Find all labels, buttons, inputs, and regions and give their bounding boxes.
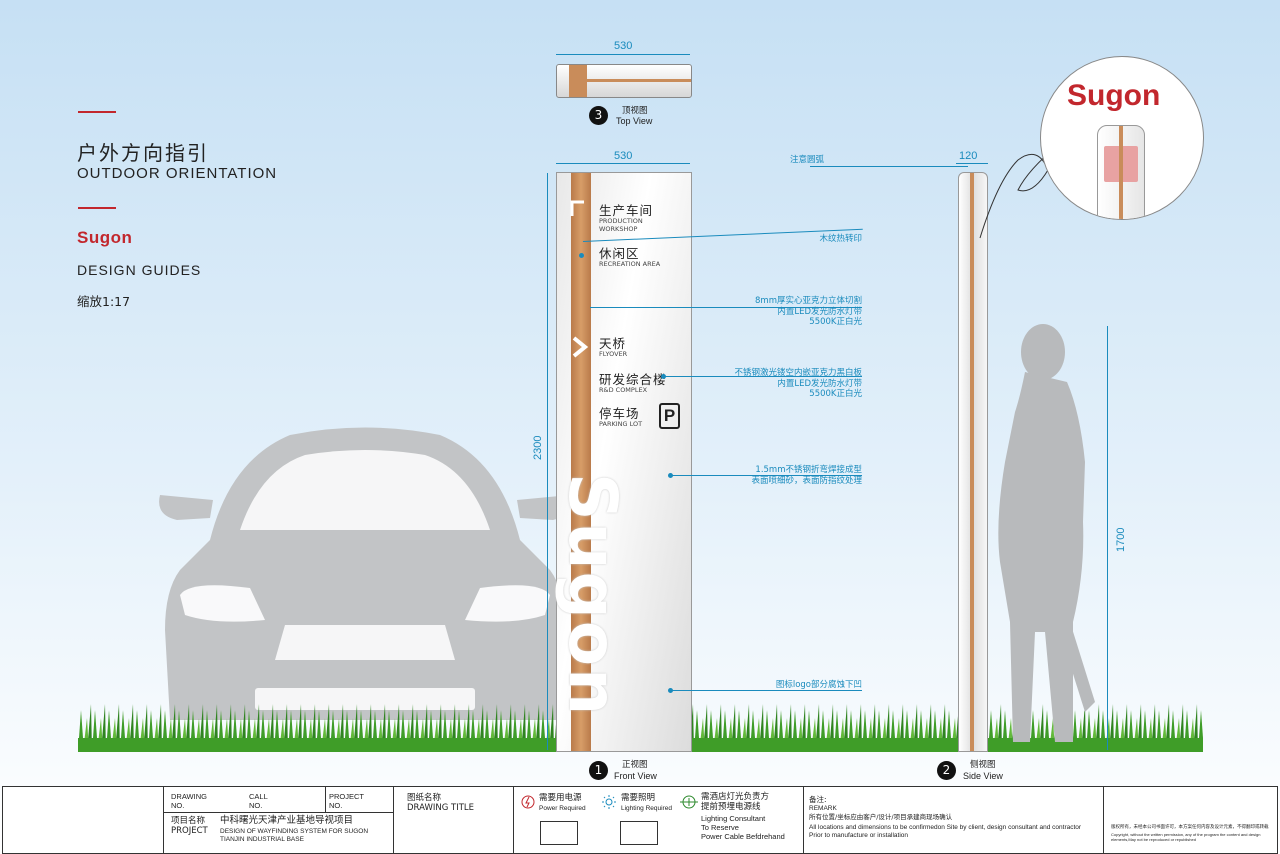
dir-en-flyover: FLYOVER bbox=[599, 350, 628, 358]
callout-wood: 木纹热转印 bbox=[819, 234, 862, 244]
tb-power-en: Power Required bbox=[539, 805, 586, 812]
callout-acrylic: 8mm厚实心亚克力立体切割 内置LED发光防水灯带 5500K正白光 bbox=[755, 296, 862, 327]
car-silhouette bbox=[159, 427, 571, 720]
brand-logo: Sugon bbox=[77, 228, 133, 247]
side-view-label-zh: 侧视图 bbox=[970, 760, 996, 770]
chevron-right-icon bbox=[572, 336, 589, 358]
front-view-label-en: Front View bbox=[614, 771, 657, 781]
corner-arrow-icon bbox=[570, 200, 584, 216]
page-title-en: OUTDOOR ORIENTATION bbox=[77, 165, 278, 182]
top-view-number: 3 bbox=[589, 106, 608, 125]
dir-en-parking: PARKING LOT bbox=[599, 420, 643, 428]
callout-steel-inlay: 不锈钢激光镂空内嵌亚克力黑白板 内置LED发光防水灯带 5500K正白光 bbox=[734, 368, 862, 399]
callout-inlay-line bbox=[665, 376, 862, 377]
tb-remark-line3: Prior to manufacture or installation bbox=[809, 832, 908, 839]
tb-remark-line1: 所有位置/坐标应由客户/设计/项目承建商现场确认 bbox=[809, 813, 953, 821]
dir-zh-flyover: 天桥 bbox=[599, 336, 627, 351]
top-view-width: 530 bbox=[614, 40, 633, 52]
tb-light-zh: 需要照明 bbox=[621, 793, 656, 803]
tb-project-no: PROJECT NO. bbox=[329, 792, 365, 810]
tb-consult-en: Lighting Consultant To Reserve Power Cab… bbox=[701, 814, 785, 841]
person-height: 1700 bbox=[1115, 527, 1127, 552]
detail-brand-logo: Sugon bbox=[1067, 79, 1161, 112]
dir-zh-rd: 研发综合楼 bbox=[599, 372, 667, 387]
tb-copyright-zh: 版权所有，未经本公司书面许可，本方案任何内容及设计元素，不得翻印或转载 bbox=[1111, 825, 1269, 830]
dir-en-rd: R&D COMPLEX bbox=[599, 386, 648, 394]
top-view-dim-line bbox=[556, 54, 690, 55]
front-view-height-line bbox=[547, 173, 548, 750]
dir-zh-production: 生产车间 bbox=[599, 203, 654, 218]
top-view-label-zh: 顶视图 bbox=[622, 106, 648, 116]
side-view-width: 120 bbox=[959, 150, 978, 162]
tb-project-name-en: DESIGN OF WAYFINDING SYSTEM FOR SUGON TI… bbox=[220, 828, 369, 843]
person-height-line bbox=[1107, 326, 1108, 750]
callout-body-dot bbox=[668, 473, 673, 478]
title-block: DRAWING NO. CALL NO. PROJECT NO. 项目名称 PR… bbox=[2, 786, 1278, 854]
callout-body-line bbox=[672, 475, 862, 476]
header-rule-bottom bbox=[78, 207, 116, 209]
page-title-zh: 户外方向指引 bbox=[77, 141, 209, 165]
vertical-sugon-logo: Sugon bbox=[554, 473, 631, 718]
front-view-number: 1 bbox=[589, 761, 608, 780]
header-rule-top bbox=[78, 111, 116, 113]
side-sign-body bbox=[958, 172, 988, 752]
callout-arc-line bbox=[810, 166, 968, 167]
tb-light-en: Lighting Required bbox=[621, 805, 672, 812]
light-icon bbox=[602, 795, 616, 809]
callout-wood-dot bbox=[579, 253, 584, 258]
tb-remark-line2: All locations and dimensions to be confi… bbox=[809, 824, 1082, 831]
tb-power-zh: 需要用电源 bbox=[539, 793, 582, 803]
front-view-width-line bbox=[556, 163, 690, 164]
front-view-caption: 1 bbox=[589, 760, 608, 780]
tb-power-box bbox=[540, 821, 578, 845]
tb-consult-zh: 需酒店灯光负责方 提前预埋电源线 bbox=[701, 792, 770, 812]
callout-steel-body: 1.5mm不锈钢折弯焊接成型 表面喷细砂，表面防指纹处理 bbox=[751, 465, 862, 486]
design-guides-label: DESIGN GUIDES bbox=[77, 262, 202, 278]
tb-remark-en: REMARK bbox=[809, 805, 837, 812]
parking-icon: P bbox=[659, 403, 680, 429]
side-view-label-en: Side View bbox=[963, 771, 1003, 781]
power-cable-icon bbox=[680, 795, 698, 809]
callout-acrylic-line bbox=[590, 307, 862, 308]
wood-strip bbox=[571, 173, 591, 751]
person-silhouette bbox=[998, 324, 1095, 742]
side-wood-strip bbox=[970, 173, 974, 751]
front-view-width: 530 bbox=[614, 150, 633, 162]
tb-drawing-no: DRAWING NO. bbox=[171, 792, 207, 810]
tb-light-box bbox=[620, 821, 658, 845]
tb-remark-zh: 备注: bbox=[809, 795, 827, 804]
side-view-width-line bbox=[956, 163, 988, 164]
side-view-number: 2 bbox=[937, 761, 956, 780]
side-view-caption: 2 bbox=[937, 760, 956, 780]
front-sign-panel: Sugon bbox=[554, 172, 692, 752]
power-icon bbox=[521, 795, 535, 809]
front-view-height: 2300 bbox=[532, 435, 544, 460]
scale-label: 缩放1:17 bbox=[77, 294, 131, 309]
top-view-plan bbox=[556, 64, 692, 98]
tb-project-name-zh: 中科曙光天津产业基地导视项目 bbox=[220, 815, 354, 826]
dir-en-production: PRODUCTION WORKSHOP bbox=[599, 217, 643, 233]
top-view-label-en: Top View bbox=[616, 116, 653, 126]
dir-en-recreation: RECREATION AREA bbox=[599, 260, 661, 268]
callout-inlay-dot bbox=[661, 374, 666, 379]
front-view-label-zh: 正视图 bbox=[622, 760, 648, 770]
tb-project-label: 项目名称 PROJECT bbox=[171, 816, 208, 836]
detail-circle: Sugon bbox=[1040, 56, 1204, 220]
callout-logo-line bbox=[672, 690, 862, 691]
top-view-caption: 3 bbox=[589, 105, 608, 125]
callout-logo-etch: 图标logo部分腐蚀下凹 bbox=[775, 680, 862, 690]
callout-arc: 注意圆弧 bbox=[790, 155, 825, 165]
tb-copyright-en: Copyright, without the written permissio… bbox=[1111, 832, 1261, 842]
tb-drawing-title: 图纸名称 DRAWING TITLE bbox=[407, 793, 475, 813]
dir-zh-parking: 停车场 bbox=[599, 406, 640, 421]
tb-call-no: CALL NO. bbox=[249, 792, 268, 810]
callout-logo-dot bbox=[668, 688, 673, 693]
detail-sign-top bbox=[1097, 125, 1145, 219]
dir-zh-recreation: 休闲区 bbox=[599, 246, 640, 261]
